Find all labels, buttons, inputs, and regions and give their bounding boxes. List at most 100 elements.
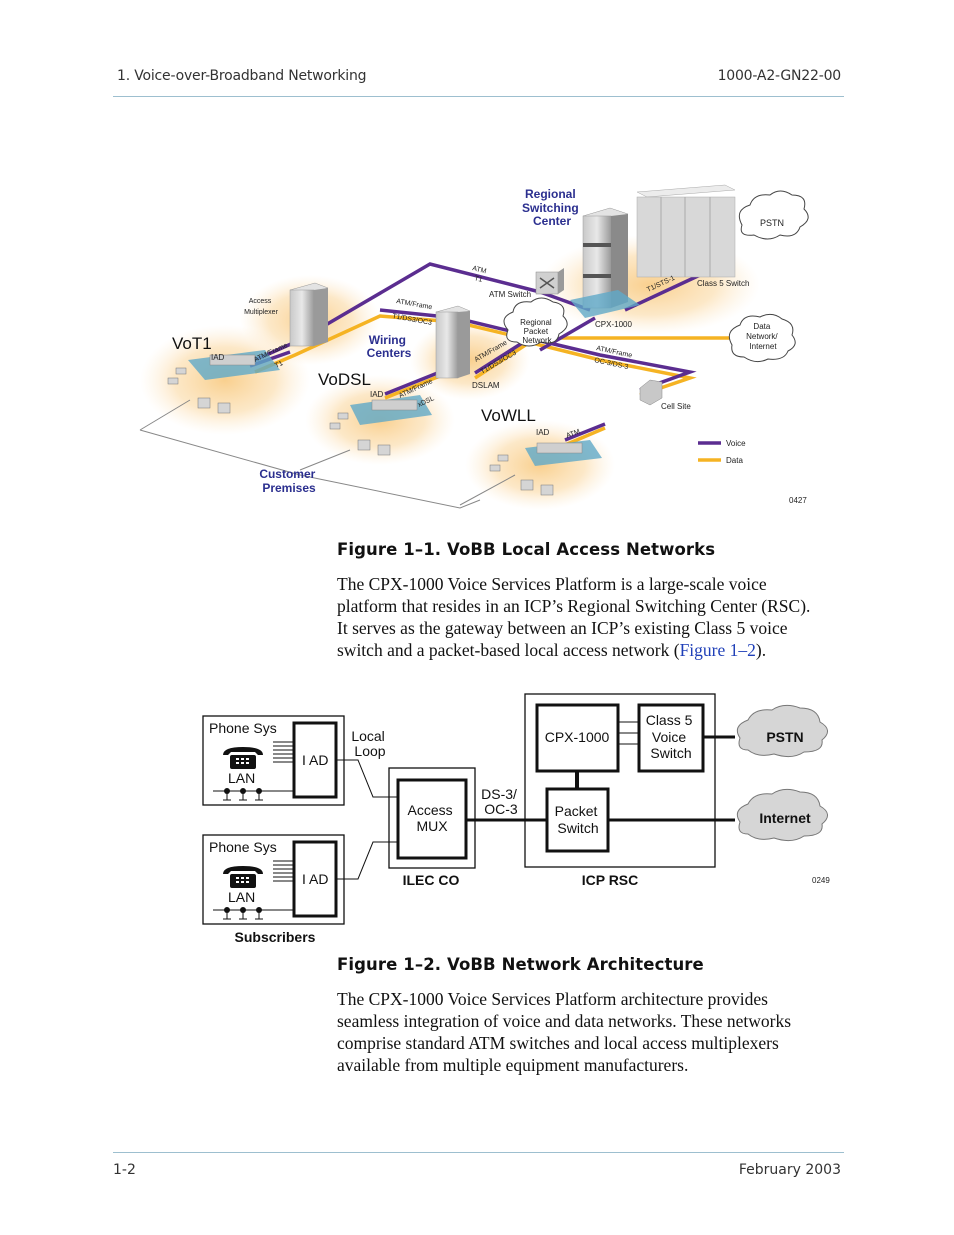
premises-divider-2 [299,449,351,471]
packet-switch-label-2: Switch [557,820,598,836]
data-network-label-3: Internet [749,342,777,351]
phone-sys-label-2: Phone Sys [209,839,277,855]
trunk-label-2: OC-3 [484,801,518,817]
svg-text:Data Network/ Inte: Data Network/ Internet [746,322,780,351]
iad-label-2: I AD [302,871,328,887]
paragraph-1-line-2: platform that resides in an ICP’s Region… [337,596,811,616]
telephone-icon-1 [223,747,263,769]
access-mux-label-2: MUX [416,818,448,834]
paragraph-1: The CPX-1000 Voice Services Platform is … [337,573,857,661]
footer-page-number: 1-2 [113,1162,136,1178]
phone-lines-1 [273,741,294,763]
local-loop-line-1 [336,759,397,798]
ilec-co-label: ILEC CO [403,872,460,888]
rsc-heading-3: Center [533,214,571,228]
iad-label-vowll: IAD [536,428,550,437]
paragraph-1-line-4-prefix: switch and a packet-based local access n… [337,640,680,660]
atm-switch-box [535,268,564,295]
lan-nodes [224,788,262,913]
figure-2-caption: Figure 1–2. VoBB Network Architecture [337,955,704,974]
data-network-cloud: Data Network/ Internet [728,313,796,363]
class5-label-2: Voice [652,729,686,745]
access-mux-label-2: Multiplexer [244,309,279,316]
packet-switch-label-1: Packet [555,803,598,819]
figure-1-caption: Figure 1–1. VoBB Local Access Networks [337,540,716,559]
customer-premises-heading-1: Customer [259,467,315,481]
premises-divider-3 [459,474,516,506]
rpn-label-2: Packet [524,327,549,336]
access-mux-label-1: Access [407,802,452,818]
paragraph-1-line-4-suffix: ). [755,640,767,660]
customer-equipment-icons [167,367,554,496]
svg-text:Regional Packet Ne: Regional Packet Network [520,318,554,345]
legend-data-label: Data [726,456,743,465]
ilec-co-box [388,767,476,869]
phone-sys-label-1: Phone Sys [209,720,277,736]
phone-lines-2 [273,860,294,882]
figure1-id: 0427 [789,496,807,505]
subscribers-label: Subscribers [235,929,316,945]
local-loop-label-1: Local [351,728,384,744]
link-t1-label: T1 [474,275,484,284]
pstn-cloud: PSTN [738,190,809,240]
header-rule [113,96,844,97]
vot1-label: VoT1 [172,334,212,353]
figure-1-diagram: PSTN Regional Packet Network Data Networ… [139,184,809,510]
running-header-doc-number: 1000-A2-GN22-00 [717,68,842,84]
local-loop-label-2: Loop [354,743,385,759]
cell-site [639,379,663,406]
footer-rule [113,1152,844,1153]
svg-text:Regional Switching Cen: Regional Switching Center [522,187,582,228]
paragraph-2-line-2: seamless integration of voice and data n… [337,1011,792,1031]
trunk-label-1: DS-3/ [481,786,517,802]
cell-site-label: Cell Site [661,402,691,411]
link-wc-label-1: ATM/Frame [396,298,433,311]
svg-text:Packet Switch: Packet Switch [555,803,602,836]
local-loop-line-2 [336,841,397,880]
link-atm-wll-label: ATM [565,428,581,440]
pstn-label: PSTN [760,218,784,228]
lan-label-2: LAN [228,889,255,905]
paragraph-2: The CPX-1000 Voice Services Platform arc… [337,988,857,1076]
paragraph-1-line-3: It serves as the gateway between an ICP’… [337,618,788,638]
wiring-centers-heading-1: Wiring [369,333,406,347]
access-multiplexer-rack [289,282,329,347]
premises-plane-edge [139,429,481,509]
pstn-cloud-2 [736,704,828,758]
class5-label-1: Class 5 [646,712,693,728]
dslam-rack [435,305,471,379]
data-network-label-2: Network/ [746,332,778,341]
cpx1000-label: CPX-1000 [595,320,632,329]
rsc-heading-1: Regional [525,187,576,201]
data-links [254,314,750,447]
figure1-legend: Voice Data [698,439,746,465]
access-mux-label-1: Access [249,298,272,305]
class5-switch-label: Class 5 Switch [697,279,749,288]
iad-label-1: I AD [302,752,328,768]
premises-divider-1 [139,399,191,431]
svg-text:Customer Premises: Customer Premises [259,467,318,495]
svg-text:Access Multiplexer: Access Multiplexer [244,298,279,316]
class-5-switch [636,184,736,278]
footer-date: February 2003 [738,1162,841,1178]
svg-text:Wiring Centers: Wiring Centers [367,333,412,360]
lan-label-1: LAN [228,770,255,786]
link-atmframe-t1-label-2: T1 [274,360,284,370]
figure-1-2-link[interactable]: Figure 1–2 [679,640,756,660]
svg-text:Access MUX: Access MUX [407,802,456,834]
paragraph-1-line-1: The CPX-1000 Voice Services Platform is … [337,574,767,594]
rpn-label-3: Network [522,336,552,345]
iad-label-vot1: IAD [211,353,225,362]
link-atm-label: ATM [472,265,488,275]
dslam-label: DSLAM [472,381,500,390]
rpn-label-1: Regional [520,318,552,327]
paragraph-2-line-3: comprise standard ATM switches and local… [337,1033,779,1053]
customer-premises-heading-2: Premises [262,481,316,495]
regional-packet-network-cloud: Regional Packet Network [503,297,568,347]
wiring-centers-heading-2: Centers [367,346,412,360]
svg-text:Local Loop: Local Loop [351,728,388,759]
svg-text:DS-3/ OC-3: DS-3/ OC-3 [481,786,521,817]
running-header-chapter: 1. Voice-over-Broadband Networking [117,68,367,84]
svg-text:Class 5 Voice Swit: Class 5 Voice Switch [646,712,697,761]
pstn-label-2: PSTN [766,729,803,745]
